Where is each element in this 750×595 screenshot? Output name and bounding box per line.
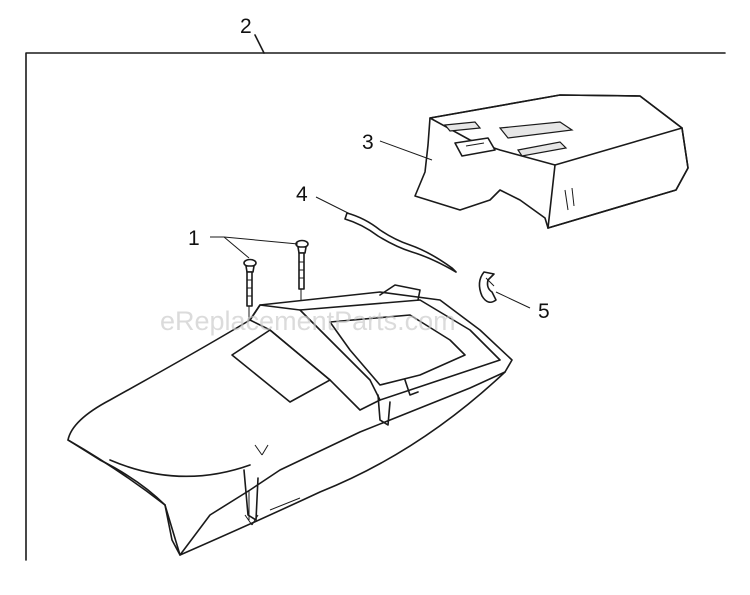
- callout-3: 3: [362, 131, 374, 154]
- callout-4: 4: [296, 183, 308, 206]
- part-4-seal-strip: [344, 212, 457, 273]
- callout-5: 5: [538, 300, 550, 323]
- callout-1: 1: [188, 227, 200, 250]
- watermark: eReplacementParts.com: [160, 306, 456, 336]
- main-housing: [67, 284, 513, 556]
- part-5-clip: [478, 271, 497, 304]
- screw-right: [295, 239, 309, 290]
- screw-left: [243, 258, 257, 307]
- leader-lines: [210, 140, 531, 309]
- callout-2: 2: [240, 15, 252, 38]
- assembly-bracket: [25, 34, 726, 561]
- part-3-top-cover: [414, 94, 689, 229]
